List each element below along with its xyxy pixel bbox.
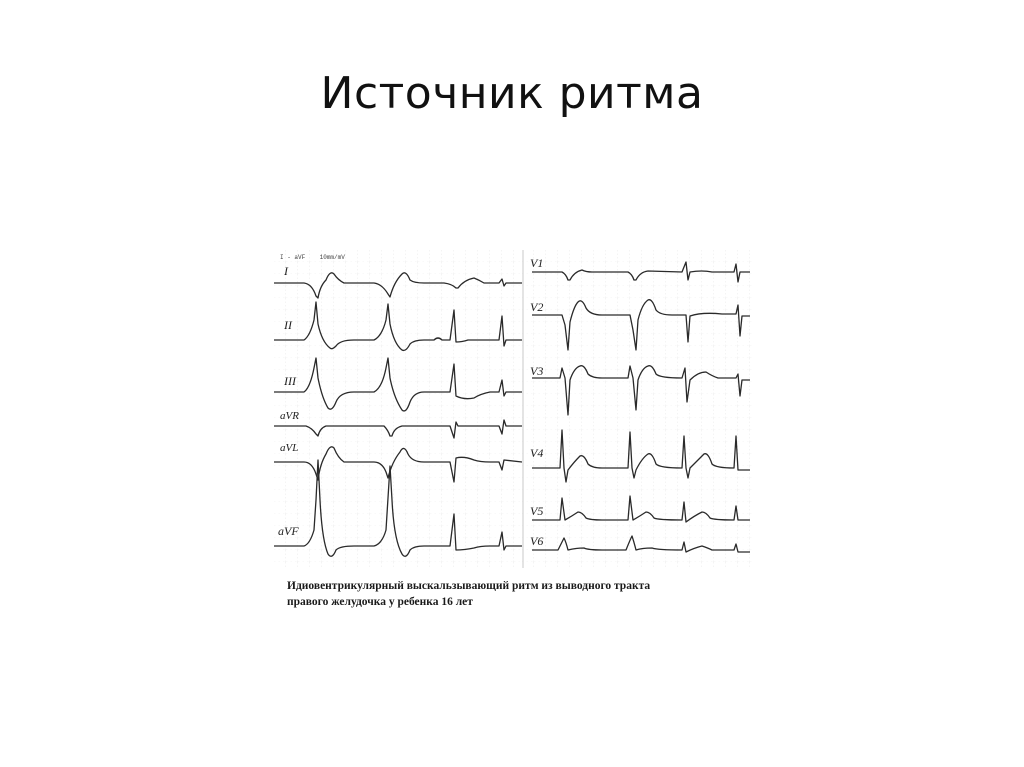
lead-label-aVL: aVL: [280, 442, 299, 454]
caption-line-1: Идиовентрикулярный выскальзывающий ритм …: [287, 580, 651, 592]
lead-label-V5: V5: [530, 504, 544, 518]
ecg-limb-leads-panel: I - aVF 10mm/mV I II III aVR aVL aVF: [274, 250, 522, 568]
ecg-header-calibration: 10mm/mV: [319, 254, 345, 261]
caption-line-2: правого желудочка у ребенка 16 лет: [287, 596, 473, 608]
lead-label-II: II: [284, 318, 292, 332]
ecg-figure: I - aVF 10mm/mV I II III aVR aVL aVF: [272, 248, 752, 618]
slide-title: Источник ритма: [320, 68, 704, 119]
ecg-header-leads: I - aVF: [280, 254, 306, 261]
lead-label-III: III: [284, 374, 296, 388]
ecg-header: I - aVF 10mm/mV: [280, 254, 345, 261]
figure-caption: Идиовентрикулярный выскальзывающий ритм …: [287, 578, 747, 610]
lead-label-aVF: aVF: [278, 524, 299, 538]
lead-label-aVR: aVR: [280, 410, 299, 422]
ecg-chest-leads-panel: V1 V2 V3 V4 V5 V6: [522, 250, 752, 568]
lead-label-I: I: [284, 264, 288, 278]
lead-label-V1: V1: [530, 256, 544, 270]
lead-label-V2: V2: [530, 300, 544, 314]
ecg-chest-leads-traces: [522, 250, 752, 568]
lead-label-V6: V6: [530, 534, 544, 548]
lead-label-V3: V3: [530, 364, 544, 378]
ecg-limb-leads-traces: [274, 250, 522, 568]
lead-label-V4: V4: [530, 446, 544, 460]
